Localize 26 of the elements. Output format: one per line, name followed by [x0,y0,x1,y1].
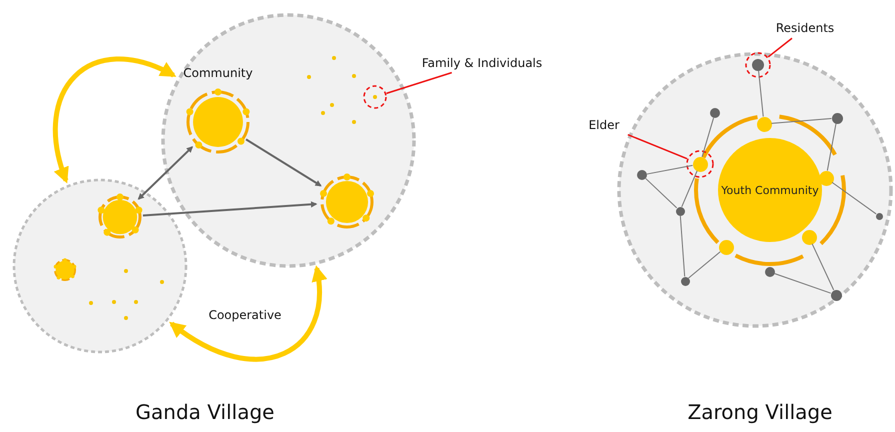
node-heading: Community [183,66,253,80]
callout-label: Residents [776,21,834,35]
leader-line [386,72,452,94]
connector-line [758,70,764,118]
edge-label: Cooperative [206,308,284,322]
connector-line [646,164,694,175]
arrow [169,265,326,362]
connector-line [832,182,877,214]
connector-line [774,273,832,294]
leader-line [768,38,792,58]
connector-line [702,117,714,158]
connector-line [645,178,678,208]
callout-label: Elder [588,118,620,132]
arrow [142,201,318,216]
connector-line [688,251,721,279]
connector-line [826,122,836,172]
village-caption: Ganda Village [136,400,274,424]
arrow [53,56,176,184]
village-caption: Zarong Village [688,400,832,424]
arrow [138,146,194,200]
arrow [246,138,322,187]
connector-line [681,170,698,208]
callout-label: Family & Individuals [422,56,542,70]
connector-line [770,118,832,124]
connector-line [812,243,834,291]
connector-line [680,215,686,277]
